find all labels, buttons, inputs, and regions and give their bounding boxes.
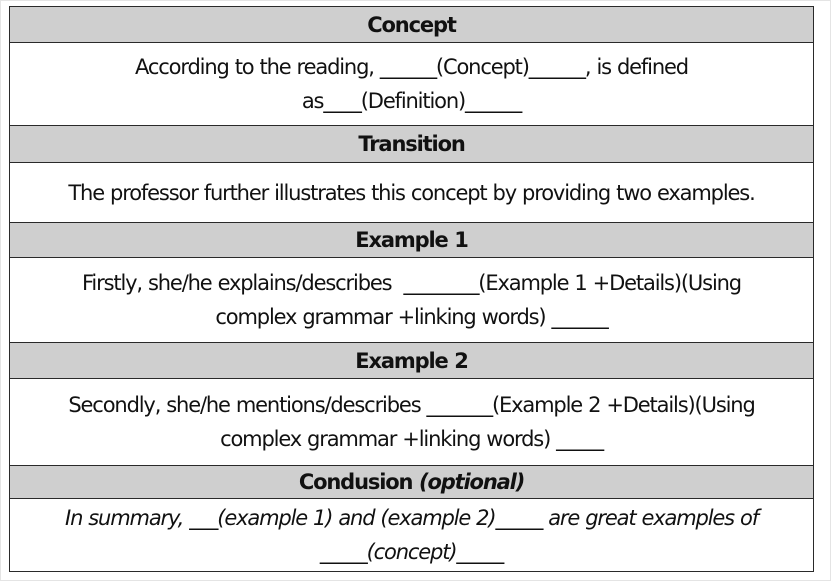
example-2-body: Secondly, she/he mentions/describes ____…	[10, 379, 813, 466]
example-2-heading: Example 2	[10, 343, 813, 379]
example-1-heading-text: Example 1	[355, 228, 469, 252]
example-1-line-1: Firstly, she/he explains/describes _____…	[82, 271, 742, 295]
transition-heading-text: Transition	[358, 132, 465, 156]
conclusion-body: In summary, ___(example 1) and (example …	[10, 499, 813, 571]
concept-body: According to the reading, ______(Concept…	[10, 43, 813, 126]
concept-line-2: as____(Definition)______	[301, 89, 522, 113]
example-2-heading-text: Example 2	[355, 348, 469, 373]
example-1-heading: Example 1	[10, 223, 813, 258]
transition-line-1: The professor further illustrates this c…	[68, 180, 755, 205]
example-1-body: Firstly, she/he explains/describes _____…	[10, 258, 813, 343]
conclusion-line-2: _____(concept)_____	[319, 540, 504, 564]
transition-body: The professor further illustrates this c…	[10, 163, 813, 223]
concept-line-1: According to the reading, ______(Concept…	[135, 55, 689, 79]
concept-heading-text: Concept	[367, 12, 457, 37]
example-2-line-2: complex grammar +linking words) _____	[220, 427, 604, 451]
conclusion-line-1: In summary, ___(example 1) and (example …	[65, 506, 759, 530]
transition-heading: Transition	[10, 126, 813, 163]
response-template-table: Concept According to the reading, ______…	[9, 6, 814, 572]
concept-heading: Concept	[10, 7, 813, 43]
example-2-line-1: Secondly, she/he mentions/describes ____…	[68, 393, 755, 417]
example-1-line-2: complex grammar +linking words) ______	[215, 305, 608, 329]
conclusion-heading-text: Condusion	[298, 470, 414, 494]
conclusion-heading: Condusion (optional)	[10, 466, 813, 499]
conclusion-heading-note: (optional)	[419, 470, 525, 494]
